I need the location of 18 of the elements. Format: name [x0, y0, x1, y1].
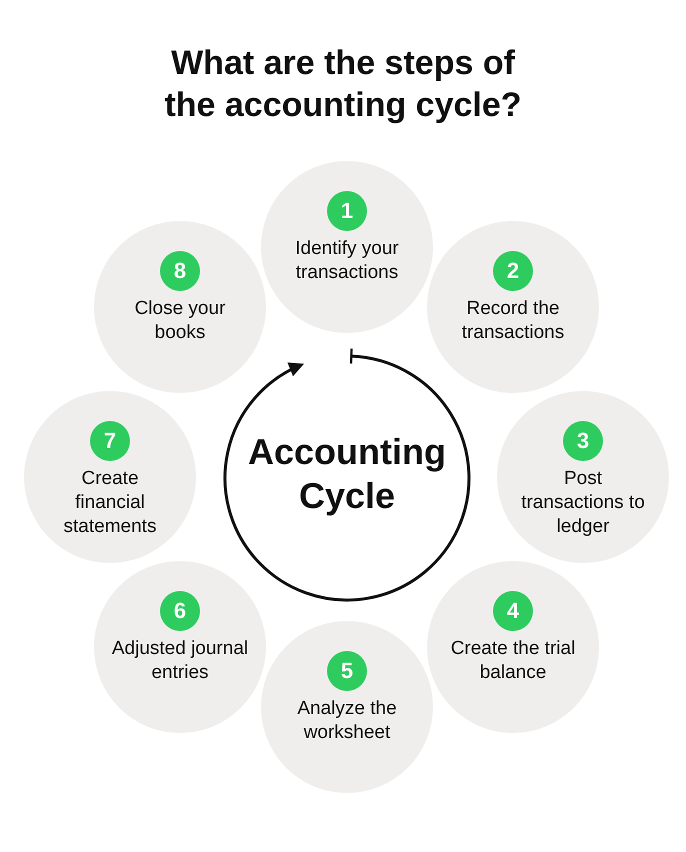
step-number-badge: 3 [563, 421, 603, 461]
step-label: Record the transactions [460, 297, 566, 345]
step-number-badge: 5 [327, 651, 367, 691]
step-label: Create financial statements [62, 467, 158, 539]
step-label: Post transactions to ledger [520, 467, 646, 539]
step-number-badge: 1 [327, 191, 367, 231]
step-number-badge: 2 [493, 251, 533, 291]
step-number-badge: 7 [90, 421, 130, 461]
step-label: Create the trial balance [450, 637, 576, 685]
step-number-badge: 4 [493, 591, 533, 631]
center-label: Accounting Cycle [247, 430, 447, 518]
step-label: Close your books [134, 297, 226, 345]
step-number-badge: 6 [160, 591, 200, 631]
step-label: Identify your transactions [294, 237, 400, 285]
title: What are the steps of the accounting cycle? [163, 43, 523, 126]
step-label: Analyze the worksheet [296, 697, 398, 745]
step-number-badge: 8 [160, 251, 200, 291]
step-label: Adjusted journal entries [110, 637, 250, 685]
